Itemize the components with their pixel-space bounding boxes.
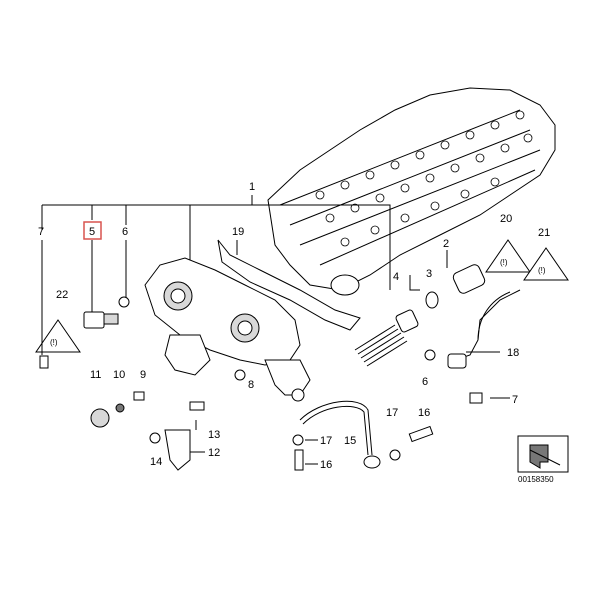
callout-20: 20 bbox=[500, 213, 512, 225]
callout-9: 9 bbox=[140, 369, 146, 381]
warning-triangle-icon: (!) bbox=[35, 319, 81, 353]
gasket bbox=[217, 239, 361, 331]
callout-19: 19 bbox=[232, 226, 244, 238]
callout-7b: 7 bbox=[512, 394, 518, 406]
callout-14: 14 bbox=[150, 456, 162, 468]
reference-thumbnail bbox=[517, 435, 569, 473]
callout-22: 22 bbox=[56, 289, 68, 301]
leader-lines bbox=[41, 195, 510, 465]
callout-18: 18 bbox=[507, 347, 519, 359]
callout-15: 15 bbox=[344, 435, 356, 447]
piston-assembly bbox=[354, 264, 486, 367]
callout-6b: 6 bbox=[422, 376, 428, 388]
sensor-with-cable bbox=[424, 289, 521, 369]
callout-12: 12 bbox=[208, 447, 220, 459]
cylinder-head bbox=[267, 87, 556, 296]
vanos-unit bbox=[144, 257, 311, 402]
callout-17: 17 bbox=[320, 435, 332, 447]
svg-text:(!): (!) bbox=[500, 258, 508, 267]
highlight-box bbox=[83, 221, 102, 240]
callout-6: 6 bbox=[122, 226, 128, 238]
warning-triangle-icon: (!) bbox=[485, 239, 531, 273]
svg-text:(!): (!) bbox=[538, 266, 546, 275]
small-parts bbox=[39, 355, 483, 471]
callout-7: 7 bbox=[38, 226, 44, 238]
callout-4: 4 bbox=[393, 271, 399, 283]
callout-17b: 17 bbox=[386, 407, 398, 419]
callout-8: 8 bbox=[248, 379, 254, 391]
callout-1: 1 bbox=[249, 181, 255, 193]
warning-triangle-icon: (!) bbox=[523, 247, 569, 281]
callout-3: 3 bbox=[426, 268, 432, 280]
callout-10: 10 bbox=[113, 369, 125, 381]
callout-13: 13 bbox=[208, 429, 220, 441]
callout-5: 5 bbox=[89, 226, 95, 238]
callout-16: 16 bbox=[418, 407, 430, 419]
callout-11: 11 bbox=[90, 369, 101, 381]
svg-text:(!): (!) bbox=[50, 338, 58, 347]
callout-labels: 1 7 5 6 19 2 20 21 22 3 4 18 11 10 9 6 7… bbox=[38, 181, 550, 471]
reference-number: 00158350 bbox=[518, 475, 554, 484]
solenoid-valve bbox=[83, 296, 130, 329]
callout-21: 21 bbox=[538, 227, 550, 239]
callout-2: 2 bbox=[443, 238, 449, 250]
callout-16b: 16 bbox=[320, 459, 332, 471]
oil-pipe bbox=[299, 400, 373, 456]
